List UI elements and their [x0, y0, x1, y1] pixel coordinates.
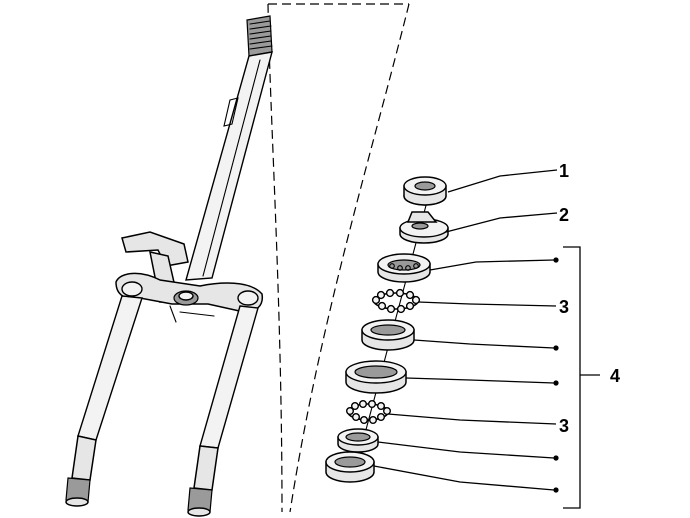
part-1-cup — [403, 176, 447, 206]
callout-3-top: 3 — [559, 297, 569, 317]
race-top — [377, 253, 431, 283]
callout-2: 2 — [559, 205, 569, 225]
leader-dots — [553, 257, 559, 493]
race-middle-1 — [361, 319, 415, 351]
race-bottom — [325, 451, 375, 483]
callout-1: 1 — [559, 161, 569, 181]
race-middle-2 — [345, 360, 407, 394]
ball-cage-bottom — [346, 400, 392, 425]
callout-3-bottom: 3 — [559, 416, 569, 436]
leader-lines — [373, 169, 558, 491]
race-lower — [337, 428, 379, 453]
part-2-cone — [399, 211, 449, 244]
ball-cage-top — [371, 288, 421, 314]
steering-fork-icon — [65, 15, 273, 517]
group-4-bracket — [563, 246, 600, 509]
bearing-stack-icon — [325, 176, 449, 483]
callout-4: 4 — [610, 366, 620, 386]
dashed-boundary — [267, 3, 410, 513]
